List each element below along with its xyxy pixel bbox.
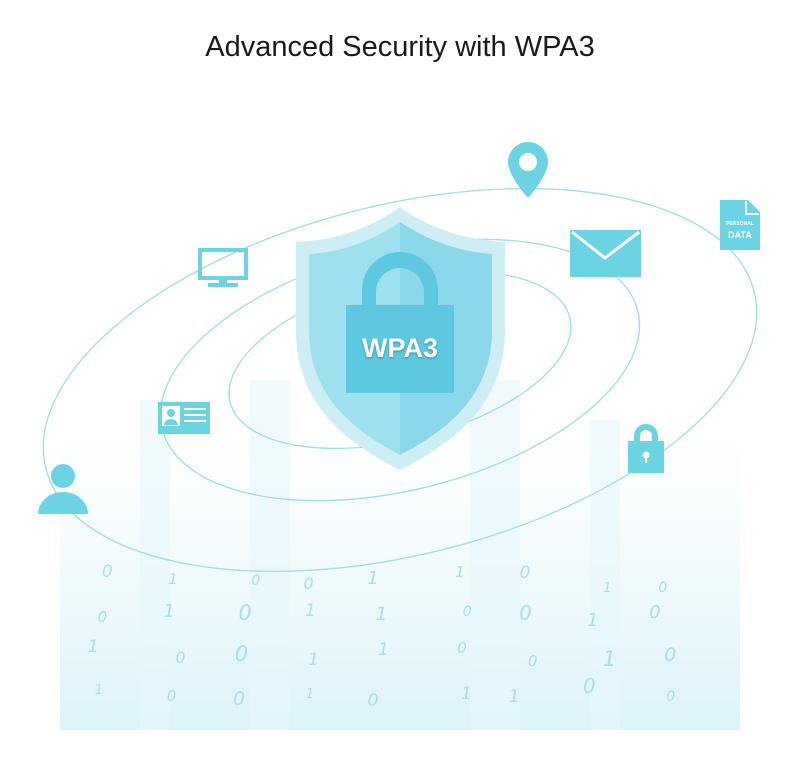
- binary-digit: 1: [602, 647, 617, 672]
- light-beams: [60, 380, 740, 730]
- binary-digit: 0: [457, 638, 467, 657]
- binary-digit: 0: [649, 601, 661, 623]
- document-label-small: PERSONAL: [726, 221, 754, 227]
- page-title: Advanced Security with WPA3: [205, 31, 595, 63]
- binary-digit: 0: [582, 674, 596, 699]
- binary-digit: 0: [519, 562, 531, 583]
- binary-digit: 1: [603, 581, 612, 597]
- binary-digit: 0: [233, 688, 246, 711]
- id-card-icon: [158, 402, 210, 434]
- binary-digit: 1: [308, 650, 319, 671]
- binary-digit: 1: [378, 640, 389, 661]
- binary-digit: 1: [367, 567, 379, 589]
- wpa3-label: WPA3: [361, 333, 438, 363]
- binary-digit: 0: [367, 690, 379, 711]
- binary-digit: 1: [168, 569, 178, 588]
- binary-digit: 1: [305, 687, 315, 703]
- binary-digit: 1: [508, 687, 520, 708]
- binary-digit: 0: [234, 641, 249, 666]
- binary-digit: 1: [87, 636, 99, 657]
- binary-digit: 0: [664, 644, 677, 667]
- binary-digit: 0: [238, 601, 252, 626]
- binary-digit: 0: [251, 572, 261, 589]
- binary-digit: 1: [455, 563, 465, 581]
- document-icon: [720, 200, 760, 250]
- binary-digit: 1: [94, 682, 103, 698]
- binary-digit: 0: [527, 652, 538, 671]
- binary-digit: 0: [166, 687, 177, 706]
- binary-digit: 0: [175, 647, 186, 667]
- binary-digit: 1: [375, 603, 388, 626]
- binary-digit: 0: [462, 603, 472, 620]
- padlock-icon: [346, 252, 454, 393]
- binary-digit: 1: [304, 600, 316, 621]
- binary-digit: 0: [666, 688, 676, 705]
- binary-digit: 1: [587, 610, 599, 632]
- binary-digit: 0: [519, 601, 532, 626]
- binary-digit: 0: [101, 561, 113, 582]
- monitor-icon: [198, 248, 248, 287]
- binary-digit: 0: [658, 580, 668, 597]
- binary-digit: 1: [461, 683, 472, 704]
- small-lock-icon: [628, 424, 664, 473]
- document-label-big: DATA: [728, 230, 752, 240]
- binary-digit: 0: [97, 608, 108, 627]
- envelope-icon: [570, 230, 641, 277]
- user-icon: [38, 464, 88, 514]
- binary-digit: 0: [303, 574, 314, 594]
- location-pin-icon: [508, 142, 548, 198]
- binary-digit: 1: [163, 600, 175, 622]
